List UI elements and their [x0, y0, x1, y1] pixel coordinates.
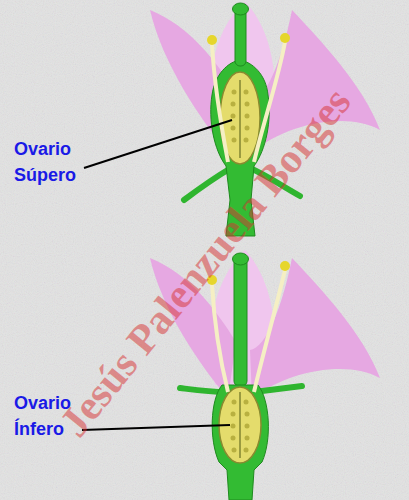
- leader-line: [82, 425, 230, 430]
- part-label: Ovario Súpero: [14, 136, 96, 188]
- leader-line: [84, 120, 232, 168]
